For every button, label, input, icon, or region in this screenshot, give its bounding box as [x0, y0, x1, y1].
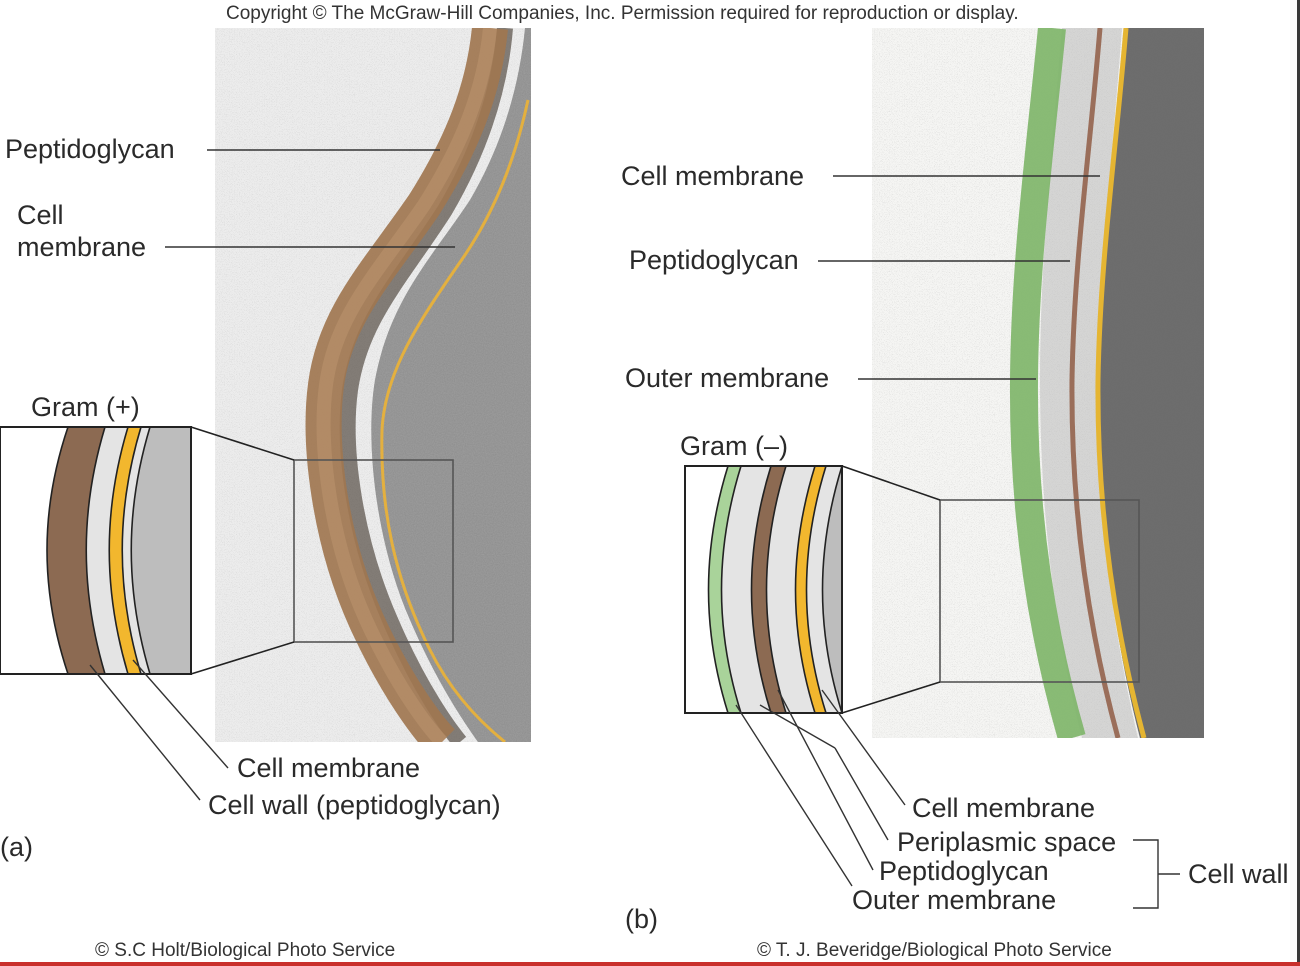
credit-a: © S.C Holt/Biological Photo Service: [95, 940, 396, 961]
panel-a-letter: (a): [0, 832, 33, 862]
label-b-diagram-outer-membrane: Outer membrane: [852, 885, 1057, 915]
label-a-diagram-cell-wall: Cell wall (peptidoglycan): [208, 790, 501, 820]
label-b-cell-membrane: Cell membrane: [621, 161, 805, 191]
gram-positive-diagram: [0, 426, 295, 675]
copyright-notice: Copyright © The McGraw-Hill Companies, I…: [226, 3, 1019, 24]
label-b-diagram-periplasmic-space: Periplasmic space: [897, 827, 1117, 857]
label-a-cell-membrane-line2: membrane: [17, 232, 147, 262]
label-b-diagram-cell-membrane: Cell membrane: [912, 793, 1096, 823]
bottom-edge-rule: [0, 962, 1300, 966]
label-gram-negative: Gram (–): [680, 431, 788, 461]
leader-lines: [89, 149, 1180, 909]
label-a-diagram-cell-membrane: Cell membrane: [237, 753, 421, 783]
label-b-peptidoglycan: Peptidoglycan: [629, 245, 799, 275]
label-a-cell-membrane-line1: Cell: [17, 200, 64, 230]
micrograph-a: [215, 28, 531, 742]
label-b-cell-wall: Cell wall: [1188, 859, 1289, 889]
right-edge-rule: [1297, 0, 1300, 966]
panel-b-letter: (b): [625, 904, 658, 934]
label-b-outer-membrane: Outer membrane: [625, 363, 830, 393]
credit-b: © T. J. Beveridge/Biological Photo Servi…: [757, 940, 1112, 961]
micrograph-b: [872, 28, 1204, 738]
gram-negative-diagram: [684, 465, 941, 714]
label-b-diagram-peptidoglycan: Peptidoglycan: [879, 856, 1049, 886]
label-a-peptidoglycan: Peptidoglycan: [5, 134, 175, 164]
label-gram-positive: Gram (+): [31, 392, 140, 422]
